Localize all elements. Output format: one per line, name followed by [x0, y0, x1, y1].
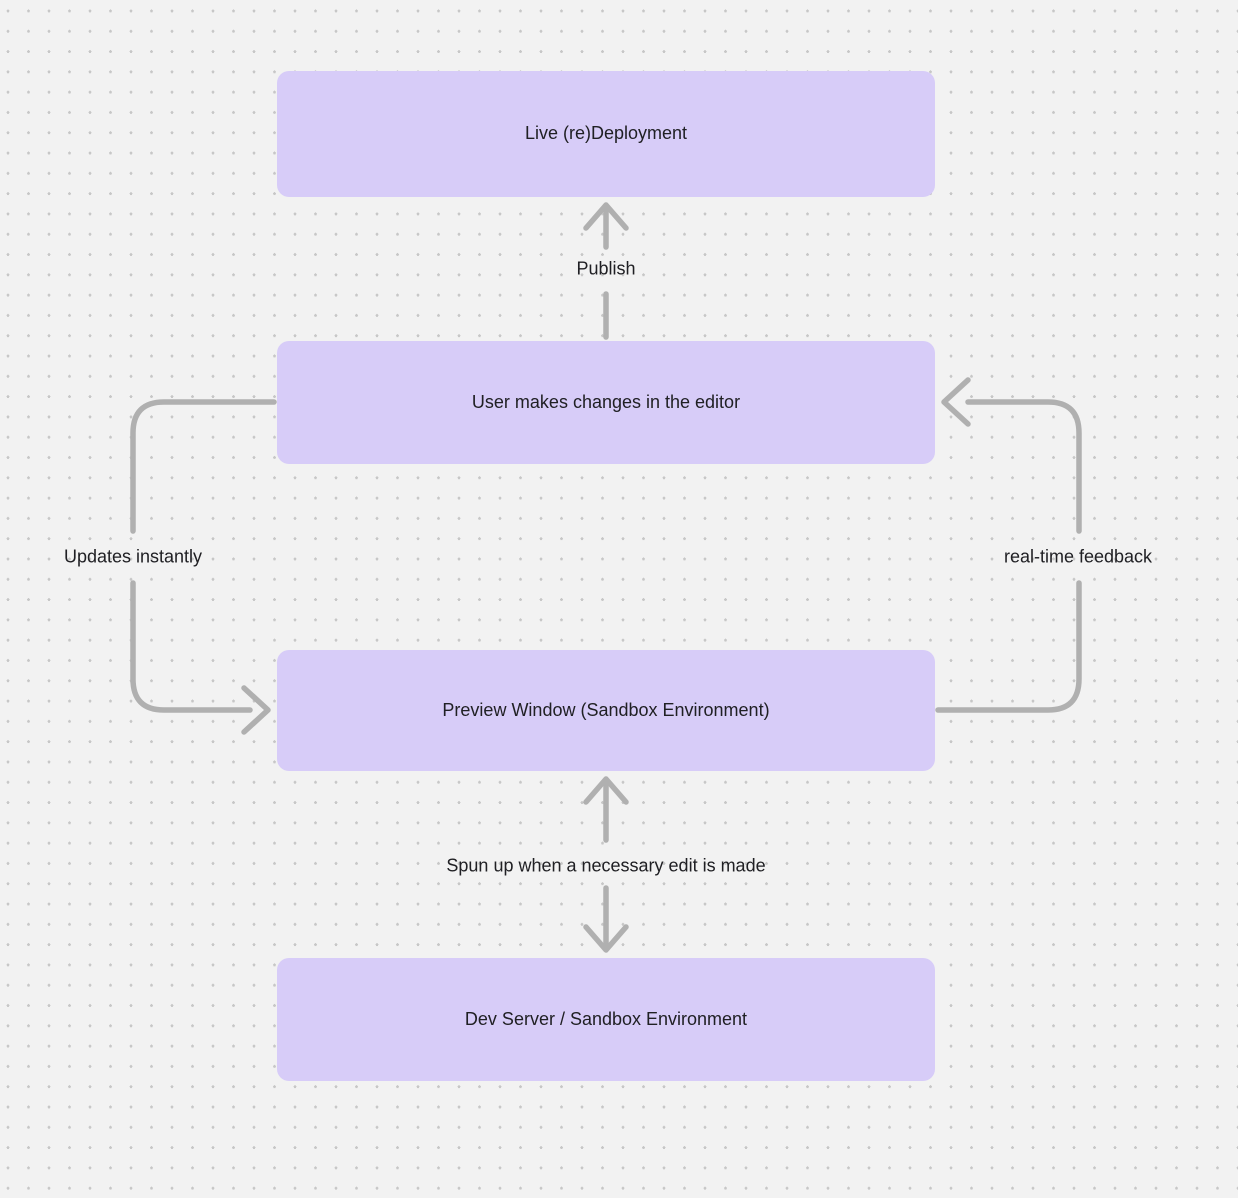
node-live-redeployment[interactable]: Live (re)Deployment [277, 71, 935, 197]
edge-label-updates-instantly: Updates instantly [63, 546, 203, 567]
node-user-editor[interactable]: User makes changes in the editor [277, 341, 935, 464]
arrowhead-up-icon [583, 776, 629, 805]
edge-label-publish: Publish [576, 258, 636, 279]
edge-updates-instantly [130, 399, 277, 735]
edge-label-realtime-feedback: real-time feedback [1003, 546, 1153, 567]
node-preview-window[interactable]: Preview Window (Sandbox Environment) [277, 650, 935, 771]
node-label: Live (re)Deployment [524, 123, 688, 144]
node-label: User makes changes in the editor [471, 391, 741, 412]
edge-feedback-lower [935, 580, 1082, 713]
arrowhead-left-icon [941, 377, 971, 427]
node-label: Preview Window (Sandbox Environment) [442, 699, 770, 720]
edge-spun-up [583, 776, 629, 953]
node-dev-server[interactable]: Dev Server / Sandbox Environment [277, 958, 935, 1081]
edge-feedback-upper [965, 399, 1082, 534]
edge-label-spun-up: Spun up when a necessary edit is made [446, 855, 766, 876]
edge-updates-upper [130, 399, 277, 534]
arrowhead-down-icon [583, 924, 629, 953]
arrowhead-up-icon [583, 202, 629, 231]
arrowhead-right-icon [241, 685, 271, 735]
edge-realtime-feedback [935, 377, 1082, 713]
edge-publish [583, 202, 629, 340]
edge-updates-lower [130, 580, 253, 713]
node-label: Dev Server / Sandbox Environment [464, 1008, 748, 1029]
